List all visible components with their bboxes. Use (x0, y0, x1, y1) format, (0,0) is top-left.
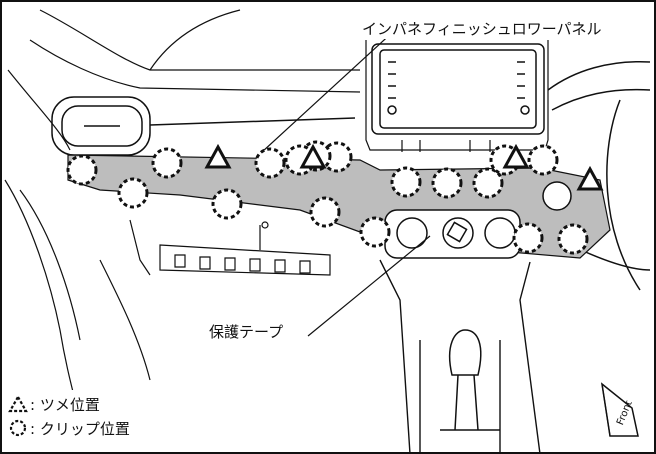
legend: : ツメ位置 : クリップ位置 (4, 390, 134, 442)
front-arrow-icon: Front (600, 382, 639, 437)
clip-marker (211, 188, 243, 220)
clip-marker (557, 223, 589, 255)
clip-marker (527, 144, 559, 176)
clip-marker (117, 177, 149, 209)
claw-marker (299, 143, 327, 169)
left-air-vent (51, 96, 151, 156)
panel-callout-label: インパネフィニッシュロワーパネル (359, 19, 605, 39)
tape-leader-line (307, 235, 431, 337)
tape-callout-label: 保護テープ (206, 322, 287, 342)
claw-marker (502, 143, 530, 169)
wiring-harness (129, 219, 331, 276)
clip-marker (151, 147, 183, 179)
left-pillar (4, 179, 151, 401)
legend-claw-row: : ツメ位置 (8, 392, 130, 416)
clip-marker (359, 216, 391, 248)
clip-marker (472, 167, 504, 199)
claw-triangle-icon (8, 394, 28, 413)
clip-marker (309, 196, 341, 228)
center-control-panel (384, 209, 521, 259)
display-bezel (365, 40, 549, 151)
start-button (542, 181, 572, 211)
leader-lines (261, 29, 431, 337)
shift-lever (440, 329, 500, 431)
clip-markers (66, 140, 589, 255)
clip-marker (431, 167, 463, 199)
legend-clip-row: : クリップ位置 (8, 416, 130, 440)
claw-marker (204, 143, 232, 169)
center-vent-slots (401, 140, 491, 152)
clip-marker (254, 147, 286, 179)
legend-claw-label: : ツメ位置 (30, 395, 100, 414)
panel-leader-line (261, 29, 396, 153)
dash-trim-line (149, 117, 356, 126)
legend-clip-label: : クリップ位置 (30, 419, 130, 438)
center-display (371, 43, 545, 135)
upper-dash-lines (7, 9, 361, 151)
clip-marker (390, 166, 422, 198)
claw-markers (204, 143, 604, 191)
center-console (379, 259, 541, 454)
clip-marker (512, 222, 544, 254)
claw-marker (576, 165, 604, 191)
clip-marker (66, 154, 98, 186)
clip-circle-icon (9, 419, 27, 437)
